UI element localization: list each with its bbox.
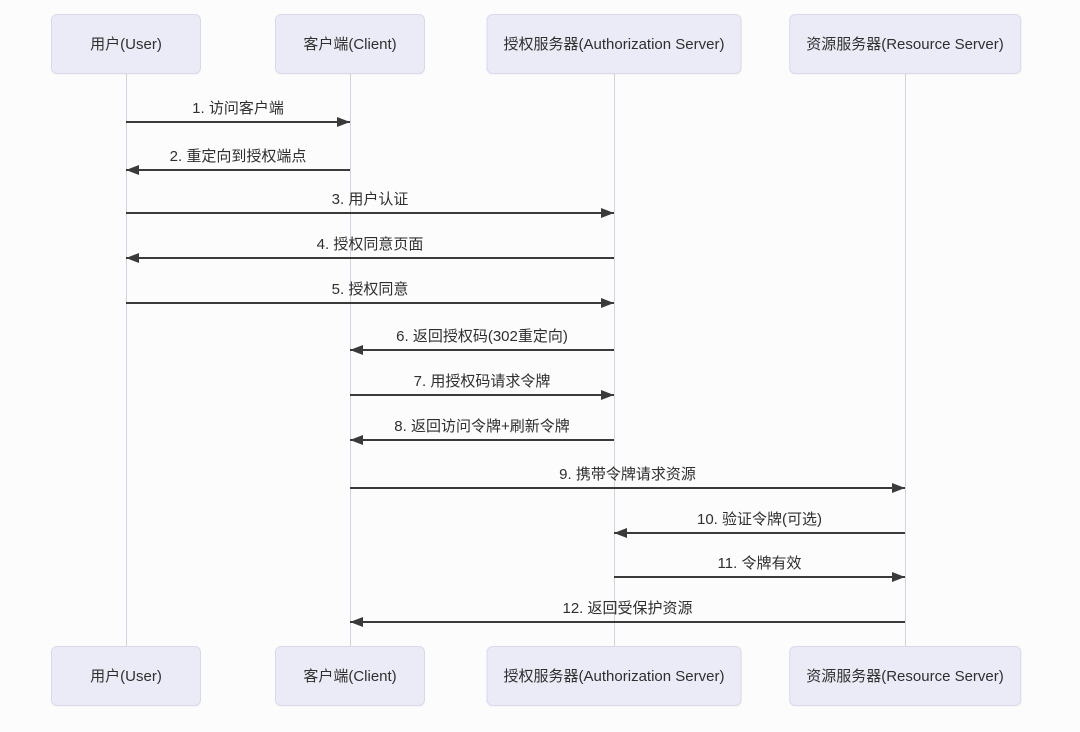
message-2-line xyxy=(126,169,350,171)
message-3-line xyxy=(126,212,614,214)
participant-box-resource-bottom: 资源服务器(Resource Server) xyxy=(789,646,1021,706)
participant-box-user-top: 用户(User) xyxy=(51,14,201,74)
message-6-label: 6. 返回授权码(302重定向) xyxy=(396,328,568,345)
message-3-label: 3. 用户认证 xyxy=(331,191,409,208)
message-9-label: 9. 携带令牌请求资源 xyxy=(559,466,696,483)
message-9-line xyxy=(350,487,905,489)
participant-box-user-bottom: 用户(User) xyxy=(51,646,201,706)
message-10-line xyxy=(614,532,905,534)
participant-box-client-top: 客户端(Client) xyxy=(275,14,425,74)
participant-box-auth-top: 授权服务器(Authorization Server) xyxy=(486,14,742,74)
message-1-label: 1. 访问客户端 xyxy=(192,100,284,117)
message-6-line xyxy=(350,349,614,351)
arrowhead-left-icon xyxy=(350,617,363,627)
message-1-line xyxy=(126,121,350,123)
arrowhead-right-icon xyxy=(601,208,614,218)
arrowhead-left-icon xyxy=(126,165,139,175)
message-7-line xyxy=(350,394,614,396)
arrowhead-left-icon xyxy=(350,435,363,445)
message-12-label: 12. 返回受保护资源 xyxy=(562,600,693,617)
message-5-label: 5. 授权同意 xyxy=(331,281,409,298)
arrowhead-left-icon xyxy=(350,345,363,355)
lifeline-resource xyxy=(905,74,906,646)
message-4-line xyxy=(126,257,614,259)
arrowhead-right-icon xyxy=(892,572,905,582)
arrowhead-right-icon xyxy=(601,390,614,400)
message-5-line xyxy=(126,302,614,304)
message-2-label: 2. 重定向到授权端点 xyxy=(169,148,307,165)
message-7-label: 7. 用授权码请求令牌 xyxy=(413,373,551,390)
message-8-line xyxy=(350,439,614,441)
lifeline-client xyxy=(350,74,351,646)
arrowhead-right-icon xyxy=(337,117,350,127)
participant-box-auth-bottom: 授权服务器(Authorization Server) xyxy=(486,646,742,706)
message-10-label: 10. 验证令牌(可选) xyxy=(696,511,823,528)
message-4-label: 4. 授权同意页面 xyxy=(316,236,424,253)
lifeline-auth xyxy=(614,74,615,646)
message-12-line xyxy=(350,621,905,623)
message-11-line xyxy=(614,576,905,578)
participant-box-resource-top: 资源服务器(Resource Server) xyxy=(789,14,1021,74)
message-11-label: 11. 令牌有效 xyxy=(717,555,802,572)
arrowhead-left-icon xyxy=(126,253,139,263)
arrowhead-left-icon xyxy=(614,528,627,538)
message-8-label: 8. 返回访问令牌+刷新令牌 xyxy=(394,418,570,435)
arrowhead-right-icon xyxy=(601,298,614,308)
arrowhead-right-icon xyxy=(892,483,905,493)
lifeline-user xyxy=(126,74,127,646)
participant-box-client-bottom: 客户端(Client) xyxy=(275,646,425,706)
